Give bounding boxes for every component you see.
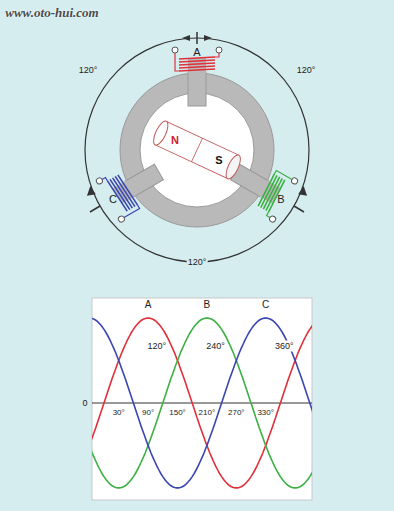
angle-label: 120° (146, 341, 167, 352)
angle-label: 360° (274, 341, 295, 352)
axis-label: 30° (112, 408, 126, 418)
axis-label: 270° (227, 408, 246, 418)
axis-label: 330° (256, 408, 275, 418)
wave-label: A (144, 299, 153, 311)
pole-label: N (170, 134, 180, 147)
phase-label: B (276, 193, 285, 206)
watermark: www.oto-hui.com (4, 5, 99, 20)
angle-label: 240° (205, 341, 226, 352)
pole-label: S (214, 154, 223, 167)
wave-label: C (261, 299, 270, 311)
phase-c-wave (92, 318, 312, 488)
phase-b-wave (92, 318, 312, 488)
phase-label: C (108, 193, 118, 206)
axis-label: 90° (141, 408, 155, 418)
axis-label: 210° (198, 408, 217, 418)
angle-label: 120° (187, 257, 208, 268)
phase-a-wave (92, 318, 312, 488)
wave-label: B (203, 299, 212, 311)
axis-label: 150° (168, 408, 187, 418)
angle-label: 120° (296, 65, 317, 76)
axis-label: 0 (81, 398, 88, 409)
phase-label: A (192, 46, 201, 59)
angle-label: 120° (78, 65, 99, 76)
